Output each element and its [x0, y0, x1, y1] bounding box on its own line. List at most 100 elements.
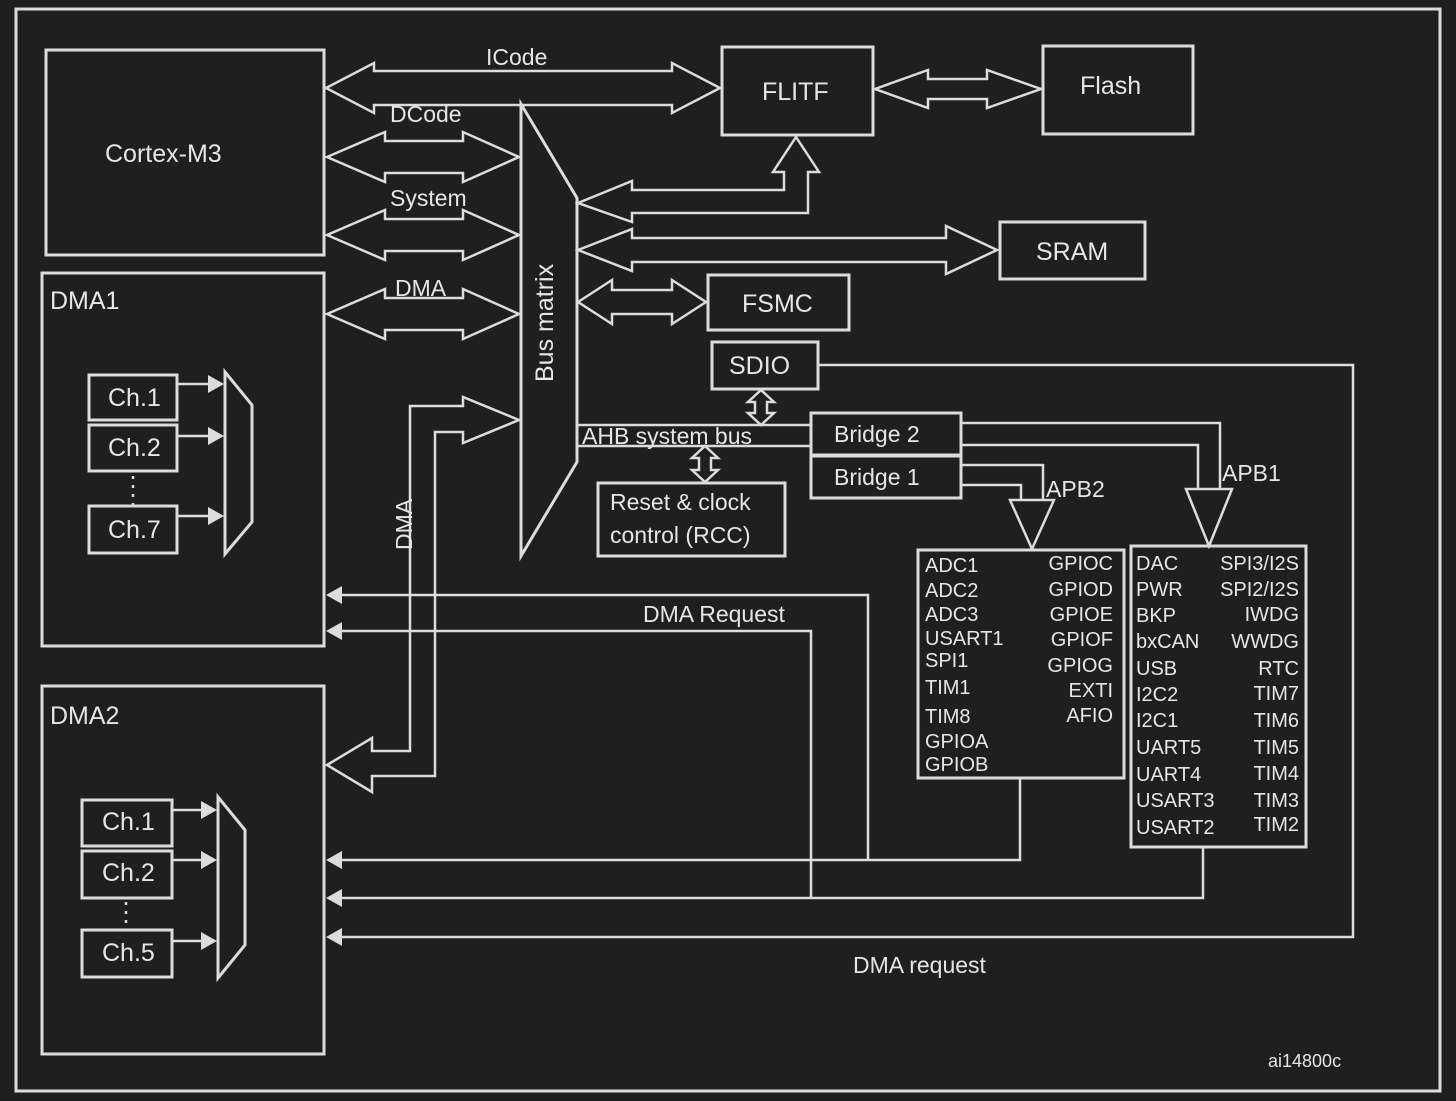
flitf-flash-arrow	[871, 68, 1045, 110]
icode-bus-arrow: ICode	[323, 44, 723, 116]
dma2-block	[40, 684, 326, 1056]
peripheral-label: SPI1	[925, 650, 968, 672]
outer-frame	[14, 7, 1442, 1093]
peripheral-label: GPIOB	[925, 754, 988, 776]
peripheral-label: I2C2	[1136, 684, 1178, 706]
dcode-bus-arrow: DCode	[323, 101, 523, 184]
dma1-channel-1-label: Ch.1	[108, 384, 161, 412]
rcc-block	[596, 481, 787, 558]
peripheral-label: GPIOC	[1049, 553, 1113, 575]
dma1-arbiter-mux	[223, 367, 254, 559]
peripheral-label: ADC3	[925, 604, 978, 626]
bus-matrix-fsmc-arrow	[575, 277, 709, 327]
peripheral-label: UART5	[1136, 737, 1201, 759]
cortex-m3-label: Cortex-M3	[105, 140, 222, 168]
cortex-m3-block	[44, 48, 326, 257]
dma1-channel-7-box	[87, 504, 179, 555]
peripheral-label: USB	[1136, 658, 1177, 680]
peripheral-label: DAC	[1136, 553, 1178, 575]
apb2-bus: APB2	[961, 463, 1105, 553]
apb1-peripherals-list: DAC PWR BKP bxCAN USB I2C2 I2C1 UART5 UA…	[1136, 553, 1299, 839]
peripheral-label: SPI2/I2S	[1220, 579, 1299, 601]
peripheral-label: I2C1	[1136, 710, 1178, 732]
rcc-label-line2: control (RCC)	[610, 522, 751, 548]
sdio-ahb-arrow	[744, 388, 778, 427]
dma2-label: DMA2	[50, 702, 119, 730]
ahb-system-bus-label: AHB system bus	[582, 423, 752, 449]
peripheral-label: GPIOF	[1051, 629, 1113, 651]
peripheral-label: GPIOD	[1049, 579, 1113, 601]
bus-matrix-block	[519, 98, 579, 562]
figure-code-label: ai14800c	[1268, 1051, 1341, 1071]
rcc-ahb-arrow	[688, 444, 722, 484]
peripheral-label: PWR	[1136, 579, 1183, 601]
peripheral-label: USART2	[1136, 817, 1215, 839]
peripheral-label: IWDG	[1245, 604, 1299, 626]
dma1-request-lines	[326, 586, 870, 898]
flash-block	[1041, 44, 1195, 136]
dma2-channel-5-box	[80, 928, 174, 979]
peripheral-label: USART3	[1136, 790, 1215, 812]
dma2-channel-1-box	[80, 798, 174, 848]
dma1-channel-2-box	[87, 423, 179, 473]
peripheral-label: GPIOA	[925, 731, 989, 753]
peripheral-label: TIM2	[1253, 814, 1299, 836]
apb1-peripherals-box	[1129, 544, 1308, 849]
sdio-label: SDIO	[729, 352, 790, 380]
dma1-channel-arrows	[177, 375, 224, 525]
peripheral-label: AFIO	[1066, 705, 1113, 727]
apb2-peripherals-list: ADC1 ADC2 ADC3 USART1 SPI1 TIM1 TIM8 GPI…	[925, 553, 1113, 776]
peripheral-label: ADC2	[925, 580, 978, 602]
bus-matrix-sram-arrow	[574, 224, 1000, 276]
dma-vertical-bus-arrow	[324, 395, 523, 795]
dma1-channel-7-label: Ch.7	[108, 516, 161, 544]
peripheral-label: USART1	[925, 628, 1004, 650]
dma2-channel-5-label: Ch.5	[102, 939, 155, 967]
system-bus-arrow: System	[323, 185, 523, 262]
peripheral-label: GPIOG	[1047, 655, 1113, 677]
dma2-channel-arrows	[172, 801, 217, 950]
sram-block	[998, 220, 1147, 281]
apb1-label: APB1	[1222, 460, 1281, 486]
dma1-channel-1-box	[87, 373, 179, 422]
peripheral-label: RTC	[1258, 658, 1299, 680]
dma-request-upper-label: DMA Request	[643, 601, 786, 627]
bus-matrix-flitf-arrow	[574, 134, 822, 224]
dma-bus-arrow: DMA	[323, 275, 523, 341]
bridge-1-block	[809, 454, 963, 500]
dcode-bus-label: DCode	[390, 101, 462, 127]
dma2-arbiter-mux	[216, 792, 247, 983]
flitf-block	[720, 45, 875, 137]
peripheral-label: TIM1	[925, 677, 971, 699]
icode-bus-label: ICode	[486, 44, 547, 70]
dma-request-lower-label: DMA request	[853, 952, 987, 978]
peripheral-label: TIM8	[925, 706, 971, 728]
dma2-channel-2-box	[80, 849, 174, 900]
peripheral-label: EXTI	[1069, 680, 1113, 702]
peripheral-label: GPIOE	[1050, 604, 1113, 626]
dma1-label: DMA1	[50, 287, 119, 315]
peripheral-label: BKP	[1136, 605, 1176, 627]
dma2-channel-1-label: Ch.1	[102, 808, 155, 836]
dma2-request-lines	[326, 363, 1355, 946]
peripheral-label: UART4	[1136, 764, 1201, 786]
peripheral-label: ADC1	[925, 555, 978, 577]
peripheral-label: TIM5	[1253, 737, 1299, 759]
bridge-1-label: Bridge 1	[834, 464, 920, 490]
fsmc-label: FSMC	[742, 290, 813, 318]
dma1-channel-2-label: Ch.2	[108, 434, 161, 462]
peripheral-label: bxCAN	[1136, 631, 1199, 653]
flitf-label: FLITF	[762, 78, 829, 106]
peripheral-label: TIM6	[1253, 710, 1299, 732]
fsmc-block	[706, 273, 851, 332]
apb1-bus: APB1	[961, 421, 1281, 550]
bridge-2-label: Bridge 2	[834, 421, 920, 447]
rcc-label-line1: Reset & clock	[610, 489, 751, 515]
dma-bus-label: DMA	[395, 275, 447, 301]
dma1-block	[40, 271, 326, 648]
peripheral-label: TIM3	[1253, 790, 1299, 812]
sram-label: SRAM	[1036, 238, 1108, 266]
apb2-label: APB2	[1046, 476, 1105, 502]
peripheral-label: SPI3/I2S	[1220, 553, 1299, 575]
